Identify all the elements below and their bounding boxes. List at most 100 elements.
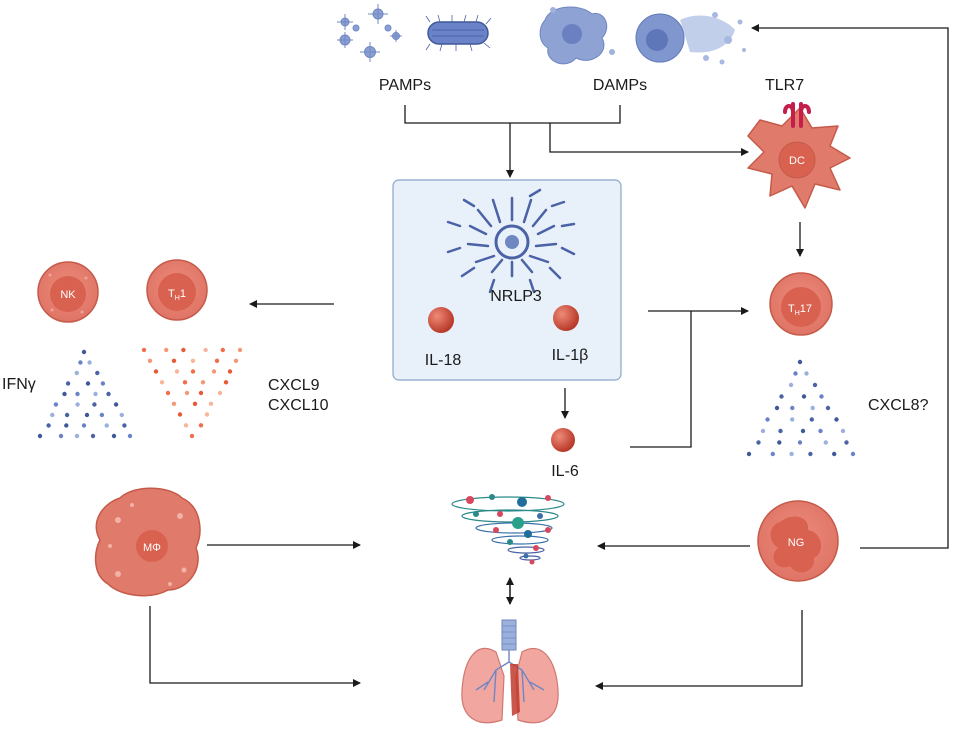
particle-dot — [111, 433, 117, 439]
particle-dot — [778, 428, 783, 434]
particle-dot — [164, 347, 169, 353]
storm-particle — [517, 497, 527, 507]
particle-dot — [840, 428, 846, 434]
particle-dot — [78, 360, 83, 365]
particle-dot — [217, 390, 223, 396]
neutrophil-cell: NG — [757, 500, 839, 582]
bacterium-icon — [425, 14, 492, 52]
particle-dot — [113, 402, 119, 407]
tlr7-label: TLR7 — [765, 77, 804, 94]
particle-dot — [790, 417, 795, 422]
particle-dot — [819, 394, 824, 399]
particle-dot — [81, 423, 87, 428]
particle-dot — [192, 401, 198, 406]
particle-dot — [818, 428, 823, 434]
cxcl8-label: CXCL8? — [868, 397, 929, 414]
particle-dot — [74, 433, 80, 439]
particle-dot — [74, 370, 80, 376]
particle-dot — [788, 382, 794, 388]
particle-dot — [106, 391, 111, 397]
particle-dot — [797, 359, 803, 365]
particle-dot — [174, 369, 180, 374]
particle-dot — [90, 433, 96, 439]
arrow-macrophage-to-lung — [149, 606, 361, 687]
nk-label: NK — [60, 289, 76, 301]
particle-dot — [223, 380, 229, 385]
lungs-icon — [461, 619, 559, 724]
particle-dot — [790, 405, 795, 411]
particle-dot — [37, 433, 43, 439]
arrow-neutrophil-to-lung — [595, 610, 803, 690]
particle-dot — [127, 433, 133, 439]
particle-dot — [227, 369, 233, 374]
storm-particle — [489, 494, 495, 500]
th1-label: TH1 — [168, 288, 186, 302]
particle-dot — [204, 412, 210, 417]
particle-dot — [800, 428, 806, 434]
nk-cell: NK — [37, 261, 99, 323]
particle-dot — [171, 401, 177, 406]
particle-dot — [809, 417, 814, 422]
particle-dot — [198, 423, 204, 428]
storm-particle — [497, 511, 503, 517]
damps-label: DAMPs — [593, 77, 647, 94]
particle-dot — [810, 405, 815, 411]
particle-dot — [99, 412, 105, 418]
nrlp3-label: NRLP3 — [490, 288, 542, 305]
particle-dot — [58, 433, 64, 439]
particle-dot — [237, 347, 243, 353]
pamps-label: PAMPs — [379, 77, 431, 94]
storm-particle — [473, 511, 479, 517]
particle-dot — [801, 394, 807, 399]
particle-dot — [200, 380, 206, 385]
storm-particle — [545, 495, 551, 501]
ifng-label: IFNγ — [2, 376, 36, 393]
particle-dot — [774, 405, 780, 411]
particle-dot — [233, 358, 239, 363]
particle-dot — [211, 369, 217, 374]
dendritic-cell: DC — [747, 107, 851, 209]
particle-dot — [190, 358, 196, 363]
particle-dot — [793, 371, 798, 376]
th17-label: TH17 — [788, 303, 812, 317]
il18-icon — [428, 307, 454, 333]
lysing-cell-icon — [635, 12, 746, 65]
tlr7-receptor-icon — [783, 102, 811, 128]
storm-particle — [507, 539, 513, 545]
storm-particle — [545, 527, 551, 533]
particle-dot — [797, 440, 803, 445]
particle-dot — [165, 390, 171, 396]
particle-dot — [746, 451, 752, 457]
particle-dot — [765, 417, 770, 422]
particle-dot — [141, 347, 147, 353]
arrow-neutrophil-feedback — [751, 24, 949, 549]
storm-particle — [493, 527, 499, 533]
particle-dot — [122, 423, 127, 428]
particle-dot — [182, 380, 188, 385]
storm-particle — [466, 496, 474, 504]
macrophage-cell: MΦ — [94, 487, 201, 597]
particle-dot — [779, 394, 784, 399]
particle-dot — [85, 381, 91, 386]
il18-label: IL-18 — [425, 352, 462, 369]
particle-dot — [100, 381, 106, 386]
particle-dot — [777, 440, 782, 445]
particle-dot — [104, 423, 109, 428]
damaged-cell-icon — [539, 6, 615, 65]
dc-label: DC — [789, 155, 805, 167]
arrow-to-dc — [549, 123, 749, 156]
nlrp3-core — [494, 224, 530, 260]
particle-dot — [184, 390, 190, 396]
particle-dot — [825, 405, 831, 411]
particle-dot — [760, 428, 766, 434]
ifng-particles — [37, 349, 133, 439]
particle-dot — [93, 391, 98, 397]
th1-cell: TH1 — [146, 259, 208, 321]
particle-dot — [812, 382, 818, 388]
macrophage-label: MΦ — [143, 542, 161, 554]
particle-dot — [75, 391, 80, 397]
particle-dot — [189, 433, 195, 439]
pamps-damps-bracket — [404, 105, 621, 124]
particle-dot — [177, 412, 183, 417]
particle-dot — [832, 451, 837, 457]
